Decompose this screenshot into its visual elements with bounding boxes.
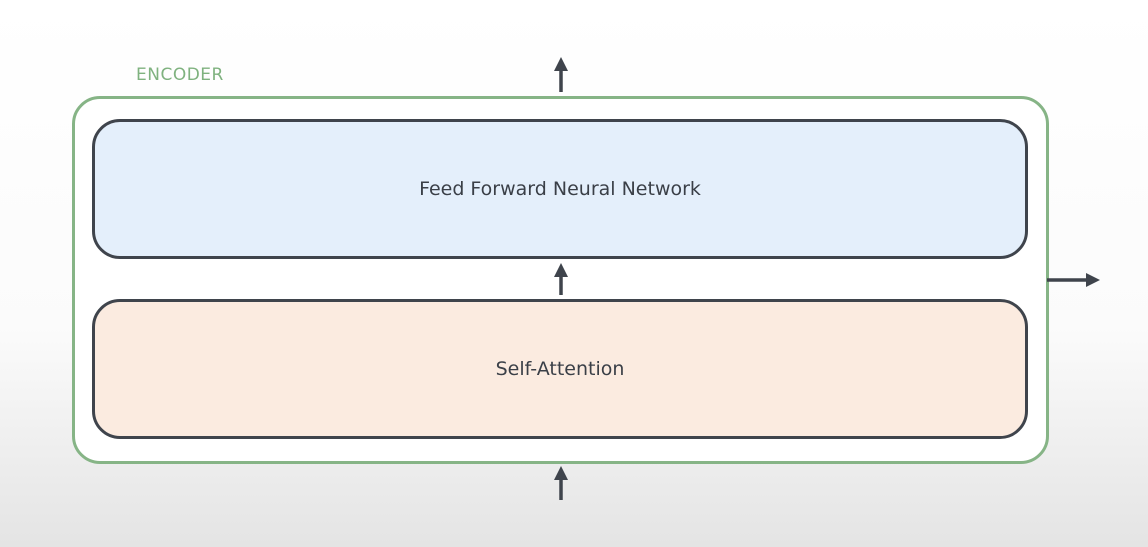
input-arrow-icon — [554, 466, 568, 500]
self-attention-layer: Self-Attention — [92, 299, 1028, 439]
output-up-arrow-icon — [554, 57, 568, 92]
internal-arrow-icon — [554, 263, 568, 295]
encoder-label: ENCODER — [136, 65, 224, 85]
feed-forward-label: Feed Forward Neural Network — [419, 178, 701, 200]
feed-forward-layer: Feed Forward Neural Network — [92, 119, 1028, 259]
self-attention-label: Self-Attention — [495, 358, 625, 380]
output-right-arrow-icon — [1047, 273, 1100, 287]
